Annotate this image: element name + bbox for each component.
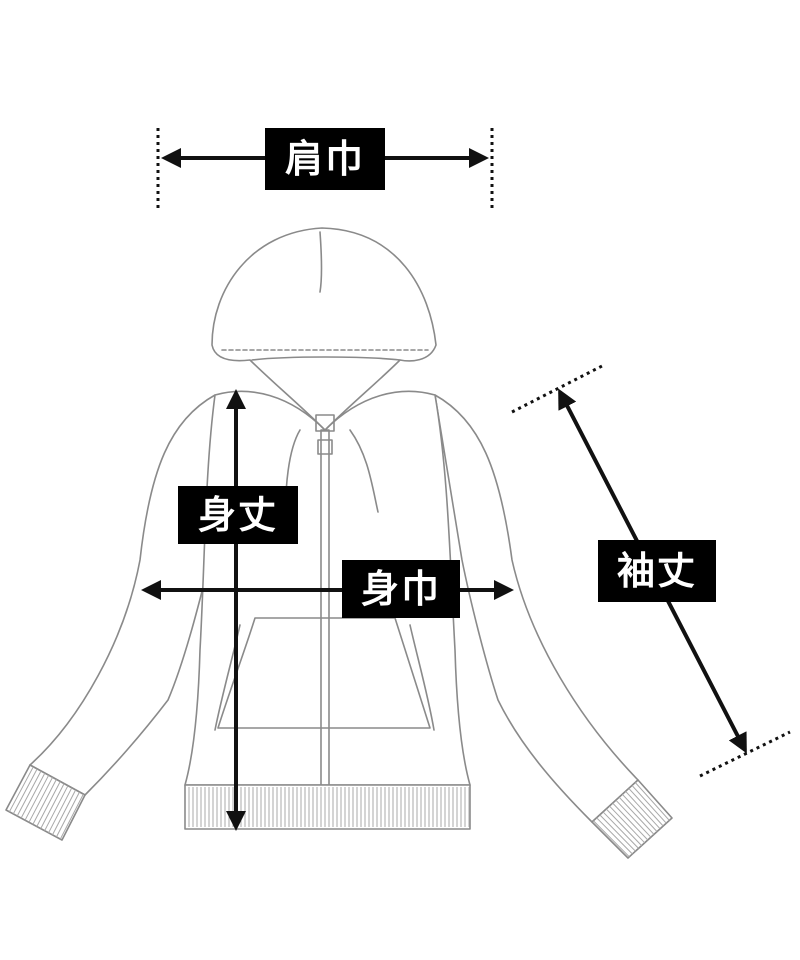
neck-label <box>315 414 335 432</box>
rib-line <box>55 791 80 838</box>
left-cuff <box>5 764 86 841</box>
rib-line <box>32 779 57 825</box>
hood-opening <box>251 356 401 361</box>
waistband-ribbing <box>188 787 470 827</box>
sleeve-guide-top <box>511 364 603 414</box>
rib-line <box>12 768 38 815</box>
waistband <box>184 784 471 830</box>
body-length-label: 身丈 <box>178 486 298 544</box>
rib-line <box>40 783 65 829</box>
pocket-edge-right <box>409 624 435 731</box>
shoulder-width-label: 肩巾 <box>265 128 385 190</box>
rib-line <box>596 817 633 855</box>
rib-line <box>593 820 630 858</box>
sleeve-length-label: 袖丈 <box>598 540 716 602</box>
zipper-pull <box>317 439 333 455</box>
body-width-label: 身巾 <box>342 560 460 618</box>
rib-line <box>8 766 34 813</box>
rib-line <box>634 782 670 821</box>
rib-line <box>24 774 50 821</box>
rib-line <box>52 789 77 836</box>
rib-line <box>628 788 664 827</box>
left-sleeve <box>29 394 216 796</box>
rib-line <box>28 777 53 823</box>
hood-seam <box>319 231 323 293</box>
rib-line <box>609 805 646 844</box>
rib-line <box>625 791 661 830</box>
rib-line <box>16 770 42 817</box>
right-cuff <box>591 779 673 859</box>
sleeve-guide-bottom <box>699 730 791 778</box>
rib-line <box>605 808 642 846</box>
hoodie-outline <box>5 227 673 859</box>
left-cuff-ribbing <box>8 766 84 840</box>
right-sleeve <box>434 394 639 823</box>
rib-line <box>602 811 639 849</box>
rib-line <box>631 785 667 824</box>
rib-line <box>20 772 46 819</box>
rib-line <box>599 814 636 852</box>
rib-line <box>36 781 61 827</box>
hood <box>211 227 437 431</box>
rib-line <box>615 799 652 838</box>
rib-line <box>44 785 69 831</box>
rib-line <box>621 793 658 832</box>
rib-line <box>59 793 84 840</box>
rib-line <box>612 802 649 841</box>
rib-line <box>48 787 73 834</box>
right-cuff-ribbing <box>593 782 670 858</box>
rib-line <box>618 796 655 835</box>
right-drawstring <box>349 429 379 513</box>
